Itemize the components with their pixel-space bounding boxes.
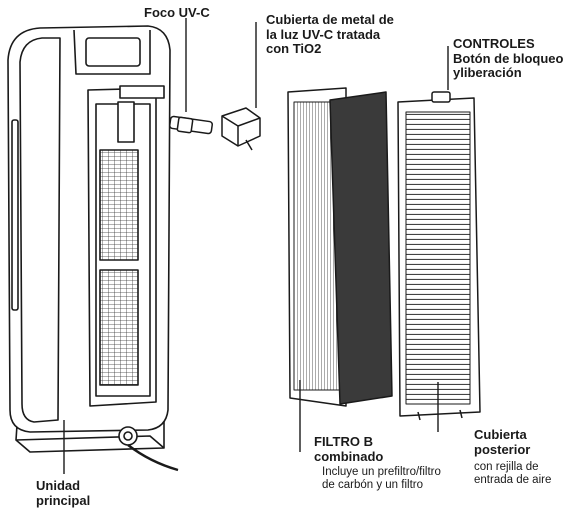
label-metal-cover: Cubierta de metal de la luz UV-C tratada…	[266, 13, 394, 57]
back-cover-desc-line-2: entrada de aire	[474, 474, 551, 487]
main-unit-line-2: principal	[36, 494, 90, 509]
metal-cover-line-2: la luz UV-C tratada	[266, 28, 394, 43]
back-cover-line-1: Cubierta	[474, 428, 530, 443]
main-unit	[8, 26, 178, 470]
uv-bulb	[169, 116, 212, 134]
filter-desc-line-1: Incluye un prefiltro/filtro	[322, 466, 441, 479]
uv-bulb-label-text: Foco UV-C	[144, 6, 210, 21]
back-cover	[398, 92, 480, 420]
filter-title-line-1: FILTRO B	[314, 435, 383, 450]
release-button-line-1: Botón de bloqueo	[453, 52, 563, 67]
metal-cover-line-3: con TiO2	[266, 42, 394, 57]
label-uv-bulb: Foco UV-C	[144, 6, 210, 21]
label-back-cover-desc: con rejilla de entrada de aire	[474, 461, 551, 487]
filter-desc-line-2: de carbón y un filtro	[322, 479, 441, 492]
label-filter-b: FILTRO B combinado	[314, 435, 383, 464]
label-main-unit: Unidad principal	[36, 479, 90, 508]
metal-cover-line-1: Cubierta de metal de	[266, 13, 394, 28]
back-cover-line-2: posterior	[474, 443, 530, 458]
back-cover-desc-line-1: con rejilla de	[474, 461, 551, 474]
label-controls: CONTROLES Botón de bloqueo yliberación	[453, 37, 563, 81]
main-unit-line-1: Unidad	[36, 479, 90, 494]
label-filter-desc: Incluye un prefiltro/filtro de carbón y …	[322, 466, 441, 492]
filter-b	[288, 88, 392, 406]
label-back-cover: Cubierta posterior	[474, 428, 530, 457]
release-button-line-2: yliberación	[453, 66, 563, 81]
filter-title-line-2: combinado	[314, 450, 383, 465]
controls-heading: CONTROLES	[453, 37, 563, 52]
metal-cover	[222, 108, 260, 150]
